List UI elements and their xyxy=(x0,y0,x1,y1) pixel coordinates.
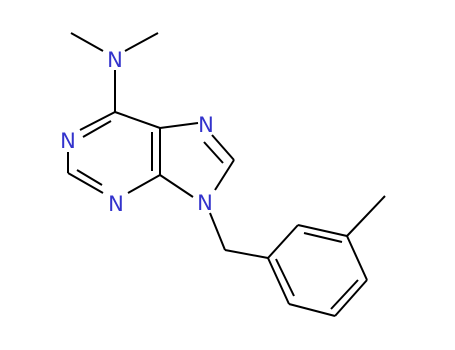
bond-methyl-a-n xyxy=(70,32,104,52)
bond-c8-n9 xyxy=(214,159,235,191)
bond-c2-n3-inner xyxy=(76,169,103,186)
atom-label-n9: N xyxy=(197,191,213,215)
bond-ch2-ring xyxy=(224,249,269,259)
bonds xyxy=(67,32,386,317)
bond-ar5-ar6 xyxy=(288,303,336,317)
bond-n9-ch2 xyxy=(209,212,226,251)
atom-labels: N N N N N xyxy=(60,48,214,216)
bond-ar4-ar5 xyxy=(334,279,368,317)
bond-n-methyl-b xyxy=(124,32,159,52)
bond-c6-n1 xyxy=(79,111,116,131)
bond-ar3-methyl xyxy=(346,195,386,237)
bond-c6-n1-inner xyxy=(82,120,112,138)
bond-c2-n3 xyxy=(67,172,104,194)
bond-ar4-ar5-inner xyxy=(330,279,359,310)
bond-n3-c4 xyxy=(127,174,161,194)
bond-n7-c8-inner xyxy=(203,141,224,164)
bond-c5-n7 xyxy=(159,122,199,129)
bond-n7-c8 xyxy=(211,134,235,161)
atom-label-n-amine: N xyxy=(107,48,123,72)
bond-ar1-ar2 xyxy=(267,224,299,259)
bond-ar3-ar4 xyxy=(346,235,368,281)
atom-label-n3: N xyxy=(108,192,124,216)
bond-ar6-ar1-inner xyxy=(275,258,295,297)
bond-c5-c6 xyxy=(114,111,161,129)
atom-label-n1: N xyxy=(60,129,76,153)
bond-ar6-ar1 xyxy=(267,257,290,305)
bond-ar2-ar3 xyxy=(297,224,348,237)
bond-n9-c4 xyxy=(159,174,194,198)
atom-label-n7: N xyxy=(198,113,214,137)
bond-ar2-ar3-inner xyxy=(303,232,343,243)
